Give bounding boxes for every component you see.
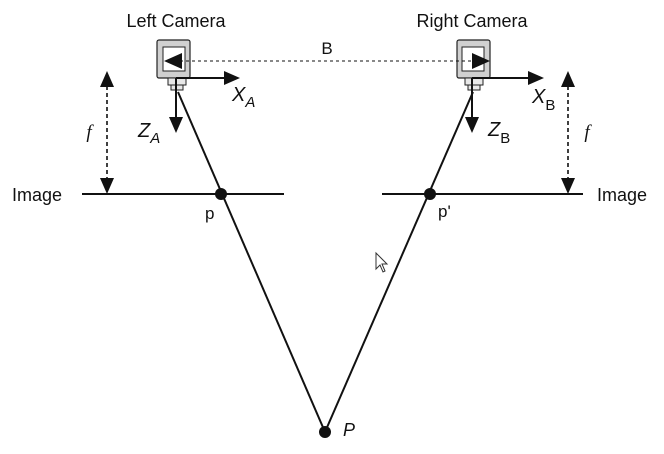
right-z-axis-label: ZB bbox=[487, 119, 510, 147]
left-x-axis-label: XA bbox=[231, 84, 255, 111]
world-point bbox=[319, 426, 331, 438]
right-image-label: Image bbox=[597, 185, 647, 205]
right-projection-point bbox=[424, 188, 436, 200]
left-projection-label: p bbox=[205, 204, 214, 223]
left-x-axis-arrow bbox=[176, 71, 240, 85]
left-projection-ray bbox=[177, 91, 326, 433]
right-projection-label: p' bbox=[438, 202, 451, 221]
left-z-axis-arrow bbox=[169, 78, 183, 133]
left-x-axis-subscript: A bbox=[244, 94, 255, 111]
right-projection-ray bbox=[324, 91, 474, 433]
right-z-axis-arrow bbox=[465, 78, 479, 133]
baseline-label: B bbox=[321, 39, 332, 58]
mouse-cursor-icon bbox=[375, 251, 389, 273]
right-x-axis-label: XB bbox=[531, 86, 555, 114]
right-focal-label: f bbox=[584, 122, 592, 143]
left-x-axis-letter: X bbox=[231, 84, 246, 106]
baseline-arrow bbox=[164, 53, 490, 69]
left-focal-arrow bbox=[100, 71, 114, 194]
left-focal-label: f bbox=[86, 122, 94, 143]
world-point-label: P bbox=[343, 420, 355, 440]
left-z-axis-subscript: A bbox=[149, 130, 160, 147]
left-camera-title: Left Camera bbox=[126, 11, 226, 31]
right-z-axis-subscript: B bbox=[500, 130, 510, 147]
right-z-axis-letter: Z bbox=[487, 119, 501, 141]
left-image-label: Image bbox=[12, 185, 62, 205]
right-camera-title: Right Camera bbox=[416, 11, 528, 31]
left-z-axis-letter: Z bbox=[137, 120, 151, 142]
right-x-axis-subscript: B bbox=[545, 97, 555, 114]
right-x-axis-arrow bbox=[472, 71, 544, 85]
left-projection-point bbox=[215, 188, 227, 200]
right-x-axis-letter: X bbox=[531, 86, 546, 108]
left-z-axis-label: ZA bbox=[137, 120, 160, 147]
right-focal-arrow bbox=[561, 71, 575, 194]
